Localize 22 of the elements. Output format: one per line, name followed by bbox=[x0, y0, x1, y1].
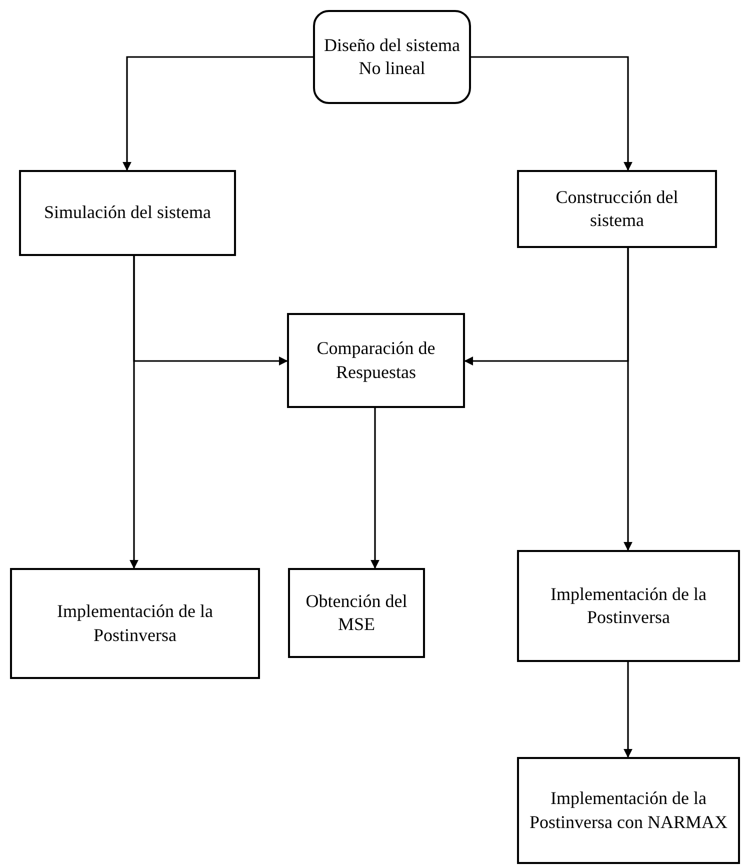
arrow bbox=[624, 662, 632, 758]
process-box bbox=[287, 313, 465, 408]
process-box bbox=[10, 568, 260, 679]
box-text: Simulación del sistema bbox=[44, 201, 211, 224]
process-box bbox=[517, 550, 740, 662]
arrow bbox=[122, 56, 313, 171]
box-text: Implementación de la Postinversa con NARMAX bbox=[528, 787, 728, 834]
process-box bbox=[19, 170, 236, 256]
process-box bbox=[517, 757, 740, 864]
box-text: Diseño del sistema No lineal bbox=[323, 34, 461, 80]
process-box bbox=[288, 568, 425, 658]
arrow bbox=[370, 408, 380, 569]
arrow bbox=[464, 248, 629, 366]
process-box bbox=[517, 170, 717, 248]
box-text: Comparación de Respuestas bbox=[316, 337, 436, 384]
box-text: Implementación de la Postinversa bbox=[56, 600, 214, 646]
arrow bbox=[471, 56, 632, 171]
box-text: Obtención del MSE bbox=[304, 590, 408, 636]
box-text: Construcción del sistema bbox=[554, 186, 680, 232]
box-text: Implementación de la Postinversa bbox=[550, 582, 708, 629]
arrow bbox=[133, 256, 288, 366]
start-box bbox=[313, 10, 471, 104]
